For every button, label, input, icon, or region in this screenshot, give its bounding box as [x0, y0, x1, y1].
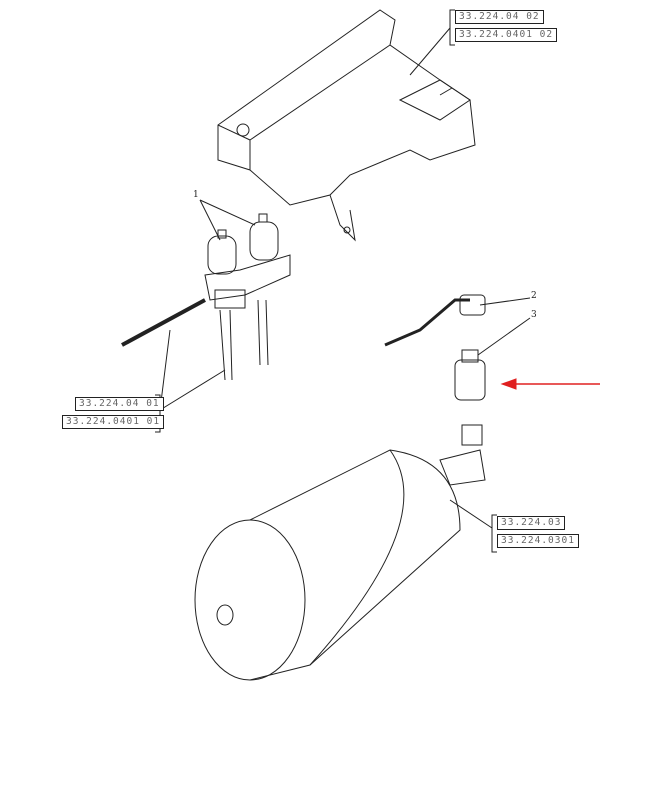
ref-link-33-224-0401-01[interactable]: 33.224.0401 01: [62, 415, 165, 429]
ref-link-33-224-03[interactable]: 33.224.03: [497, 516, 566, 530]
ref-link-33-224-0401-02[interactable]: 33.224.0401 02: [455, 28, 558, 42]
air-tank: [194, 449, 461, 681]
solenoid-valves: [121, 213, 291, 381]
leader-lines: [155, 9, 531, 553]
ref-link-33-224-0301[interactable]: 33.224.0301: [497, 534, 579, 548]
ref-link-33-224-04-02[interactable]: 33.224.04 02: [455, 10, 544, 24]
red-pointer-arrow: [500, 378, 600, 390]
callout-1: 1: [193, 190, 199, 200]
callout-3: 3: [531, 310, 537, 320]
ref-link-33-224-04-01[interactable]: 33.224.04 01: [75, 397, 164, 411]
callout-2: 2: [531, 291, 537, 301]
mounting-bracket: [217, 9, 476, 242]
pressure-sensor: [384, 294, 486, 486]
